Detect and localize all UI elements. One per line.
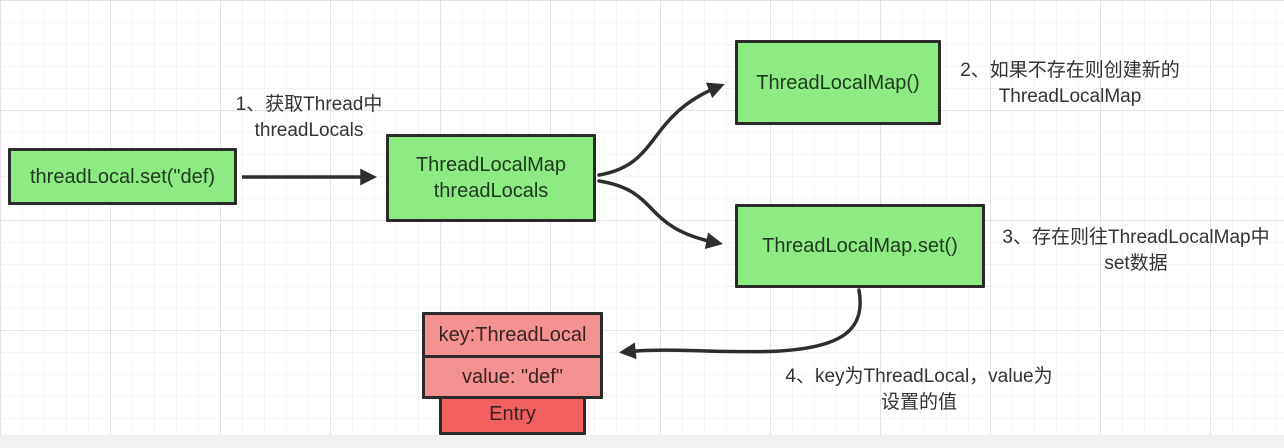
entry-value-cell: value: "def": [425, 355, 600, 396]
node-threadlocalmap-set-label: ThreadLocalMap.set(): [762, 235, 958, 257]
arrow-map-to-set: [597, 179, 723, 250]
annotation-step2-line1: 2、如果不存在则创建新的: [960, 60, 1180, 81]
entry-key-cell: key:ThreadLocal: [425, 315, 600, 355]
annotation-step1-line2: threadLocals: [254, 120, 364, 141]
annotation-step4-line1: 4、key为ThreadLocal，value为: [785, 366, 1053, 387]
annotation-step1: 1、获取Thread中 threadLocals: [213, 92, 405, 144]
annotation-step3: 3、存在则往ThreadLocalMap中 set数据: [988, 225, 1284, 277]
annotation-step1-line1: 1、获取Thread中: [235, 94, 383, 115]
node-entry-label: Entry: [489, 403, 536, 425]
annotation-step4-line2: 设置的值: [880, 392, 957, 413]
entry-value-label: value: "def": [462, 366, 563, 388]
annotation-step2-line2: ThreadLocalMap: [998, 86, 1142, 107]
node-threadlocalmap-line1: ThreadLocalMap: [415, 154, 567, 176]
node-threadlocalmap-set: ThreadLocalMap.set(): [735, 204, 985, 288]
bottom-edge-band: [0, 435, 1284, 448]
node-threadlocalmap-ctor-label: ThreadLocalMap(): [756, 71, 920, 94]
annotation-step4: 4、key为ThreadLocal，value为 设置的值: [763, 364, 1075, 416]
node-entry-keyvalue: key:ThreadLocal value: "def": [422, 312, 603, 399]
annotation-step3-line1: 3、存在则往ThreadLocalMap中: [1002, 227, 1270, 248]
annotation-step2: 2、如果不存在则创建新的 ThreadLocalMap: [945, 58, 1195, 110]
node-threadlocalmap-ctor: ThreadLocalMap(): [735, 40, 941, 125]
node-threadlocal-set: threadLocal.set("def): [8, 148, 237, 205]
node-threadlocalmap-line2: threadLocals: [433, 180, 549, 202]
node-threadlocal-set-label: threadLocal.set("def): [30, 165, 215, 188]
annotation-step3-line2: set数据: [1104, 253, 1168, 274]
node-entry: Entry: [439, 393, 586, 435]
entry-key-label: key:ThreadLocal: [438, 324, 587, 346]
node-threadlocalmap-threadlocals: ThreadLocalMap threadLocals: [386, 134, 596, 222]
arrow-map-to-ctor: [597, 82, 725, 177]
arrow-set-to-entry: [618, 288, 862, 360]
